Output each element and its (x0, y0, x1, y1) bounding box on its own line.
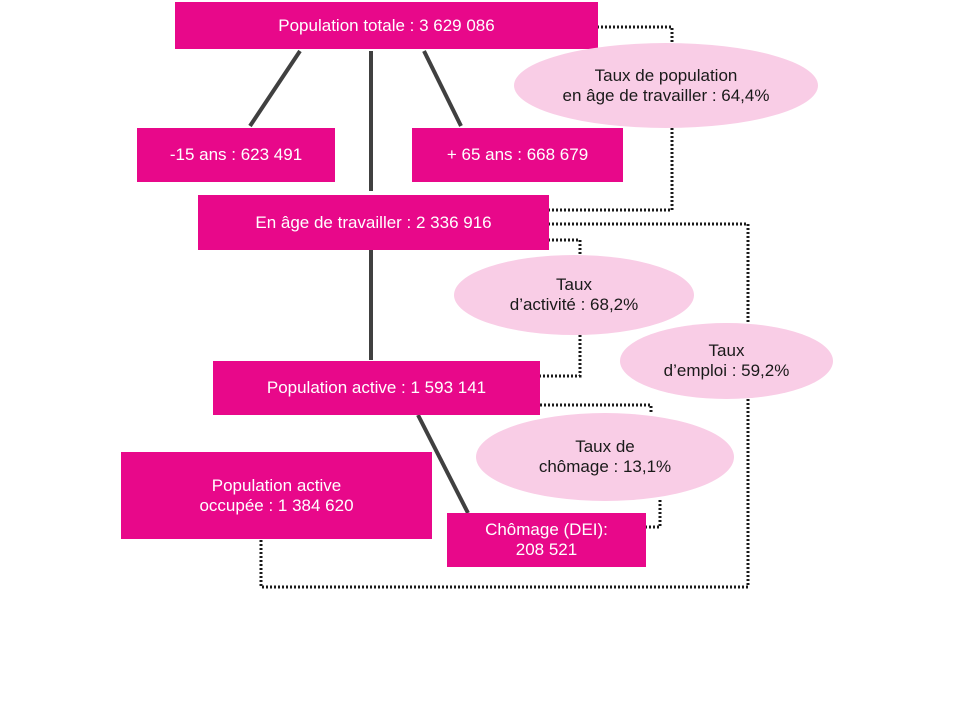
under-15-box: -15 ans : 623 491 (137, 128, 335, 182)
employed-label-line2: occupée : 1 384 620 (199, 495, 354, 515)
employed-population-box: Population active occupée : 1 384 620 (121, 452, 432, 539)
working-age-rate-oval: Taux de population en âge de travailler … (514, 43, 818, 128)
working-age-label: En âge de travailler : 2 336 916 (255, 212, 492, 232)
unemployment-rate-line2: chômage : 13,1% (538, 457, 672, 476)
bracket-unemployment-rate-lower (646, 500, 662, 529)
over-65-label: + 65 ans : 668 679 (446, 145, 589, 164)
working-age-box: En âge de travailler : 2 336 916 (198, 195, 549, 250)
unemployment-rate-line1: Taux de (575, 437, 635, 456)
total-population-label: Population totale : 3 629 086 (278, 15, 495, 35)
working-age-rate-line2: en âge de travailler : 64,4% (562, 85, 770, 105)
activity-rate-line2: d’activité : 68,2% (509, 295, 639, 314)
working-age-rate-line1: Taux de population (594, 65, 738, 85)
bracket-employment-rate-lower (259, 399, 750, 589)
unemployment-label-line1: Chômage (DEI): (485, 520, 608, 539)
link-total-over65 (422, 50, 463, 127)
employment-rate-line2: d’emploi : 59,2% (663, 361, 790, 380)
bracket-employment-rate (548, 222, 750, 323)
activity-rate-oval: Taux d’activité : 68,2% (454, 255, 694, 335)
active-population-box: Population active : 1 593 141 (213, 361, 540, 415)
unemployment-label-line2: 208 521 (515, 540, 578, 559)
link-active-unemployed (416, 414, 470, 514)
unemployment-box: Chômage (DEI): 208 521 (447, 513, 646, 567)
unemployment-rate-oval: Taux de chômage : 13,1% (476, 413, 734, 501)
over-65-box: + 65 ans : 668 679 (412, 128, 623, 182)
bracket-working-age-rate-lower (548, 128, 674, 212)
bracket-activity-rate (548, 238, 582, 256)
bracket-unemployment-rate (540, 403, 653, 413)
activity-rate-line1: Taux (556, 275, 592, 294)
bracket-working-age-rate (597, 25, 674, 43)
employment-rate-oval: Taux d’emploi : 59,2% (620, 323, 833, 399)
active-population-label: Population active : 1 593 141 (266, 378, 487, 397)
bracket-activity-rate-lower (540, 335, 582, 378)
link-total-under15 (248, 49, 302, 128)
employment-rate-line1: Taux (708, 341, 745, 360)
employed-label-line1: Population active (211, 475, 342, 495)
under-15-label: -15 ans : 623 491 (169, 145, 303, 164)
total-population-box: Population totale : 3 629 086 (175, 2, 598, 49)
